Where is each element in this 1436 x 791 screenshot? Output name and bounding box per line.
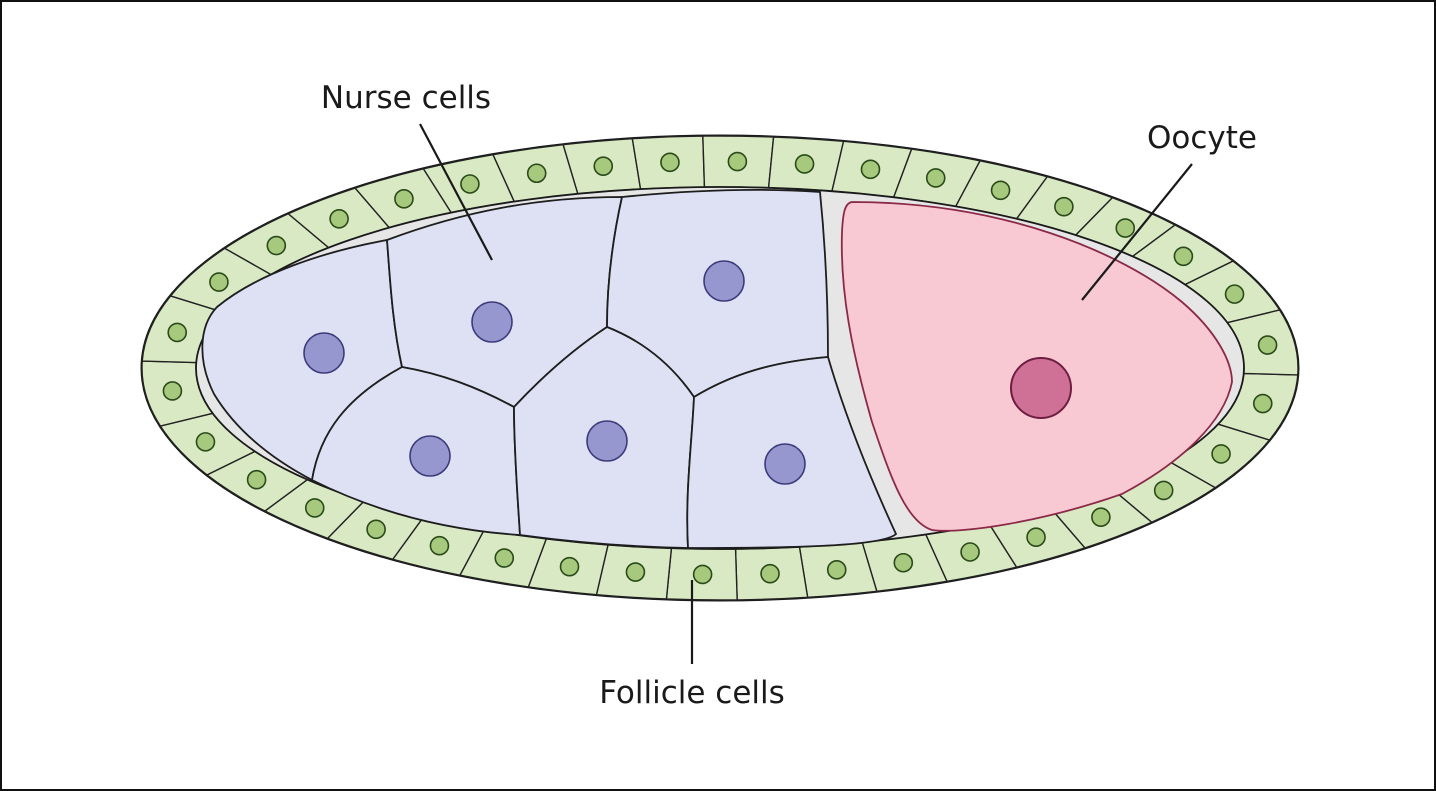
nurse-cell-nucleus [471, 301, 513, 343]
follicle-cell-nucleus [1252, 393, 1273, 414]
nurse-cell-nucleus [586, 420, 628, 462]
follicle-cell-nucleus [960, 542, 980, 562]
follicle-cell-nucleus [1211, 444, 1231, 464]
oocyte-leader-line [1081, 163, 1193, 301]
follicle-cell-nucleus [162, 381, 183, 401]
oocyte-label: Oocyte [1147, 120, 1257, 156]
follicle-cells-label: Follicle cells [599, 675, 785, 711]
follicle-cell-nucleus [1257, 335, 1278, 355]
follicle-cell-nucleus [1091, 507, 1111, 528]
follicle-cell-nucleus [304, 498, 325, 518]
follicle-cell-nucleus [246, 469, 267, 490]
follicle-cell-nucleus [1153, 480, 1174, 501]
follicle-cell-nucleus [1115, 218, 1136, 238]
follicle-cell-nucleus [794, 154, 815, 174]
nurse-cell-nucleus [409, 435, 451, 477]
follicle-cell-nucleus [727, 151, 748, 172]
follicle-cell-nucleus [394, 189, 414, 209]
follicle-cell-nucleus [526, 163, 547, 184]
follicle-cell-nucleus [660, 152, 680, 173]
follicle-cell-nucleus [266, 235, 287, 256]
nurse-cell-nucleus [303, 332, 345, 374]
follicle-cell-nucleus [860, 159, 881, 180]
follicle-cell-nucleus [195, 432, 216, 452]
follicle-cell-nucleus [692, 564, 713, 585]
follicle-cell-nucleus [1026, 527, 1046, 547]
nurse-cell-nucleus [764, 443, 806, 485]
nurse-nuclei [303, 260, 806, 485]
follicle-cell-nucleus [1054, 196, 1074, 217]
follicle-cell-nucleus [990, 180, 1011, 201]
nurse-cells-leader-line [419, 123, 493, 261]
follicle-cell-nucleus [494, 548, 515, 568]
nurse-cell-nucleus [703, 260, 745, 302]
follicle-cell-nucleus [429, 535, 450, 556]
follicle-cell-nucleus [460, 174, 480, 194]
follicle-cell-nucleus [167, 322, 188, 343]
follicle-cell-nucleus [826, 560, 847, 580]
follicle-cell-nucleus [925, 168, 946, 188]
follicle-cell-nucleus [209, 272, 229, 292]
follicle-cell-nucleus [593, 156, 614, 176]
follicle-cell-nucleus [1173, 246, 1194, 267]
oocyte-nucleus [1010, 357, 1072, 419]
follicle-cell-nucleus [760, 563, 780, 584]
follicle-cell-nucleus [559, 556, 580, 577]
follicle-cell-nucleus [366, 519, 386, 540]
nurse-cells-label: Nurse cells [321, 80, 491, 116]
follicle-cell-nucleus [893, 552, 914, 573]
follicle-cell-nucleus [1224, 284, 1245, 304]
follicle-cell-nucleus [329, 208, 349, 229]
follicle-cell-nucleus [625, 562, 646, 582]
